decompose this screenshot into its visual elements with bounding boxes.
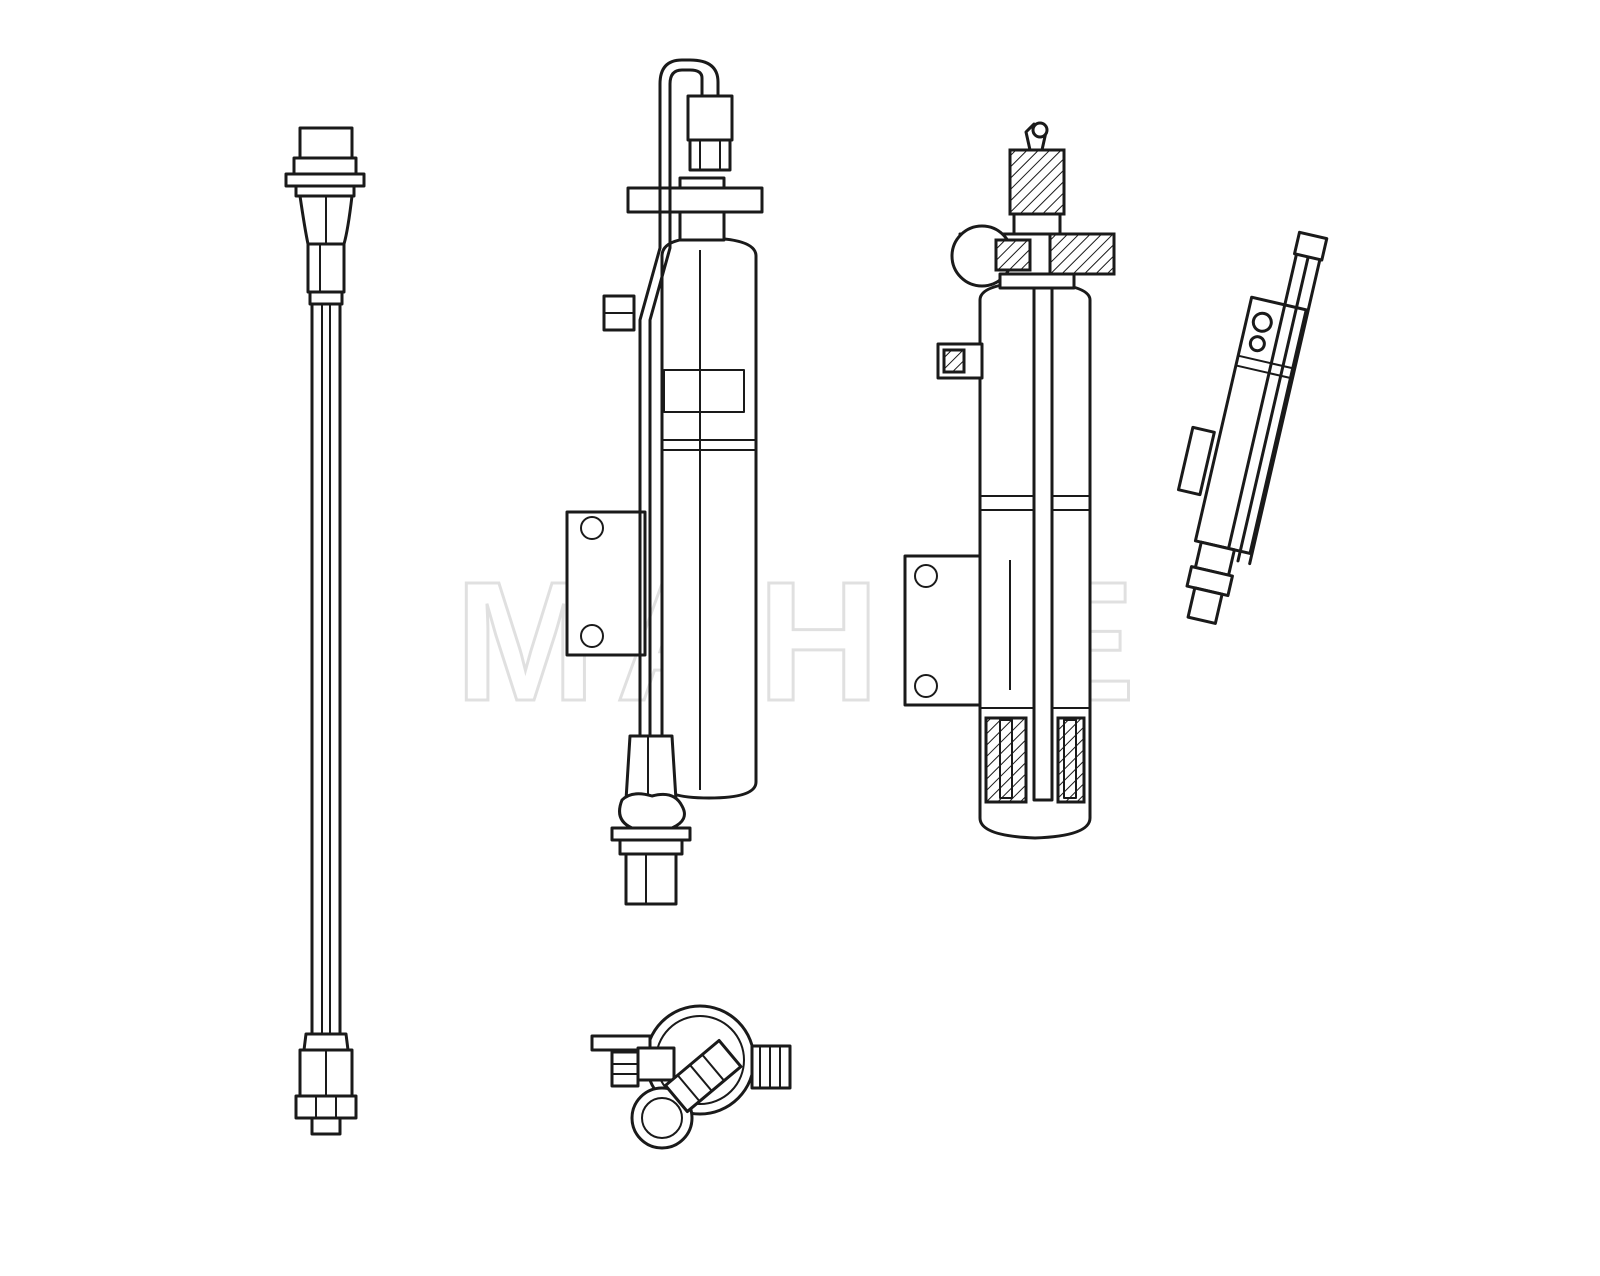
receiver-drier-side-icon	[1176, 230, 1329, 625]
receiver-drier-cutaway-icon	[903, 121, 1116, 840]
pressure-switch-pipe-icon	[284, 126, 366, 1136]
drier-top-view-icon	[590, 1004, 792, 1150]
receiver-drier-icon	[565, 58, 764, 906]
